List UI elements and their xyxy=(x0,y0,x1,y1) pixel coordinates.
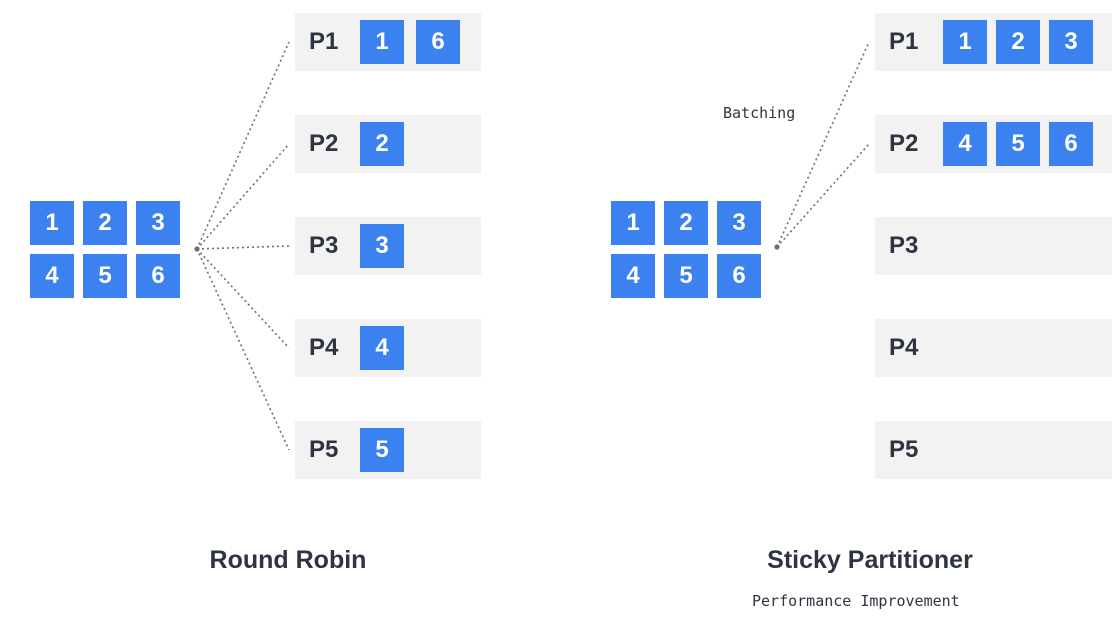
round_robin-partition-p3: P3 3 xyxy=(295,217,481,275)
round-robin-connector xyxy=(196,248,290,349)
partition-label: P2 xyxy=(309,130,339,157)
sticky-subcaption: Performance Improvement xyxy=(752,592,960,610)
sticky-partition-p5: P5 xyxy=(875,421,1112,479)
sticky-partition-p4: P4 xyxy=(875,319,1112,377)
partition-label: P2 xyxy=(889,130,919,157)
source-record: 2 xyxy=(664,201,708,245)
source-record: 3 xyxy=(717,201,761,245)
round-robin-caption: Round Robin xyxy=(209,546,367,574)
partition-label: P1 xyxy=(309,28,339,55)
partition-record: 3 xyxy=(360,224,404,268)
partition-record: 4 xyxy=(360,326,404,370)
source-record: 5 xyxy=(664,254,708,298)
sticky-connector-p2 xyxy=(776,143,870,248)
round_robin-partition-p5: P5 5 xyxy=(295,421,481,479)
round-robin-connector xyxy=(196,248,290,451)
partition-record: 5 xyxy=(996,122,1040,166)
partition-record: 2 xyxy=(996,20,1040,64)
partition-record: 5 xyxy=(360,428,404,472)
partition-label: P5 xyxy=(889,436,919,463)
partition-label: P5 xyxy=(309,436,339,463)
partition-label: P3 xyxy=(309,232,339,259)
round_robin-partition-p2: P2 2 xyxy=(295,115,481,173)
batching-label: Batching xyxy=(723,104,796,122)
partition-record: 4 xyxy=(943,122,987,166)
partition-record: 1 xyxy=(360,20,404,64)
partition-record: 1 xyxy=(943,20,987,64)
source-record: 5 xyxy=(83,254,127,298)
source-record: 6 xyxy=(136,254,180,298)
partition-record: 2 xyxy=(360,122,404,166)
partition-label: P4 xyxy=(889,334,919,361)
round-robin-connector xyxy=(196,41,290,250)
partition-record: 3 xyxy=(1049,20,1093,64)
sticky-connector-p1 xyxy=(776,41,870,248)
round_robin-partition-p4: P4 4 xyxy=(295,319,481,377)
source-record: 6 xyxy=(717,254,761,298)
partition-record: 6 xyxy=(1049,122,1093,166)
partition-label: P3 xyxy=(889,232,919,259)
partition-record: 6 xyxy=(416,20,460,64)
source-record: 3 xyxy=(136,201,180,245)
partition-label: P1 xyxy=(889,28,919,55)
source-record: 4 xyxy=(30,254,74,298)
source-record: 1 xyxy=(30,201,74,245)
round-robin-connector xyxy=(196,143,290,250)
source-record: 2 xyxy=(83,201,127,245)
partition-label: P4 xyxy=(309,334,339,361)
source-record: 4 xyxy=(611,254,655,298)
source-record: 1 xyxy=(611,201,655,245)
round-robin-hub-dot xyxy=(194,246,200,252)
sticky-partitioner-caption: Sticky Partitioner xyxy=(767,546,973,574)
sticky-partition-p3: P3 xyxy=(875,217,1112,275)
sticky-hub-dot xyxy=(774,244,780,250)
round-robin-connector xyxy=(196,245,290,250)
